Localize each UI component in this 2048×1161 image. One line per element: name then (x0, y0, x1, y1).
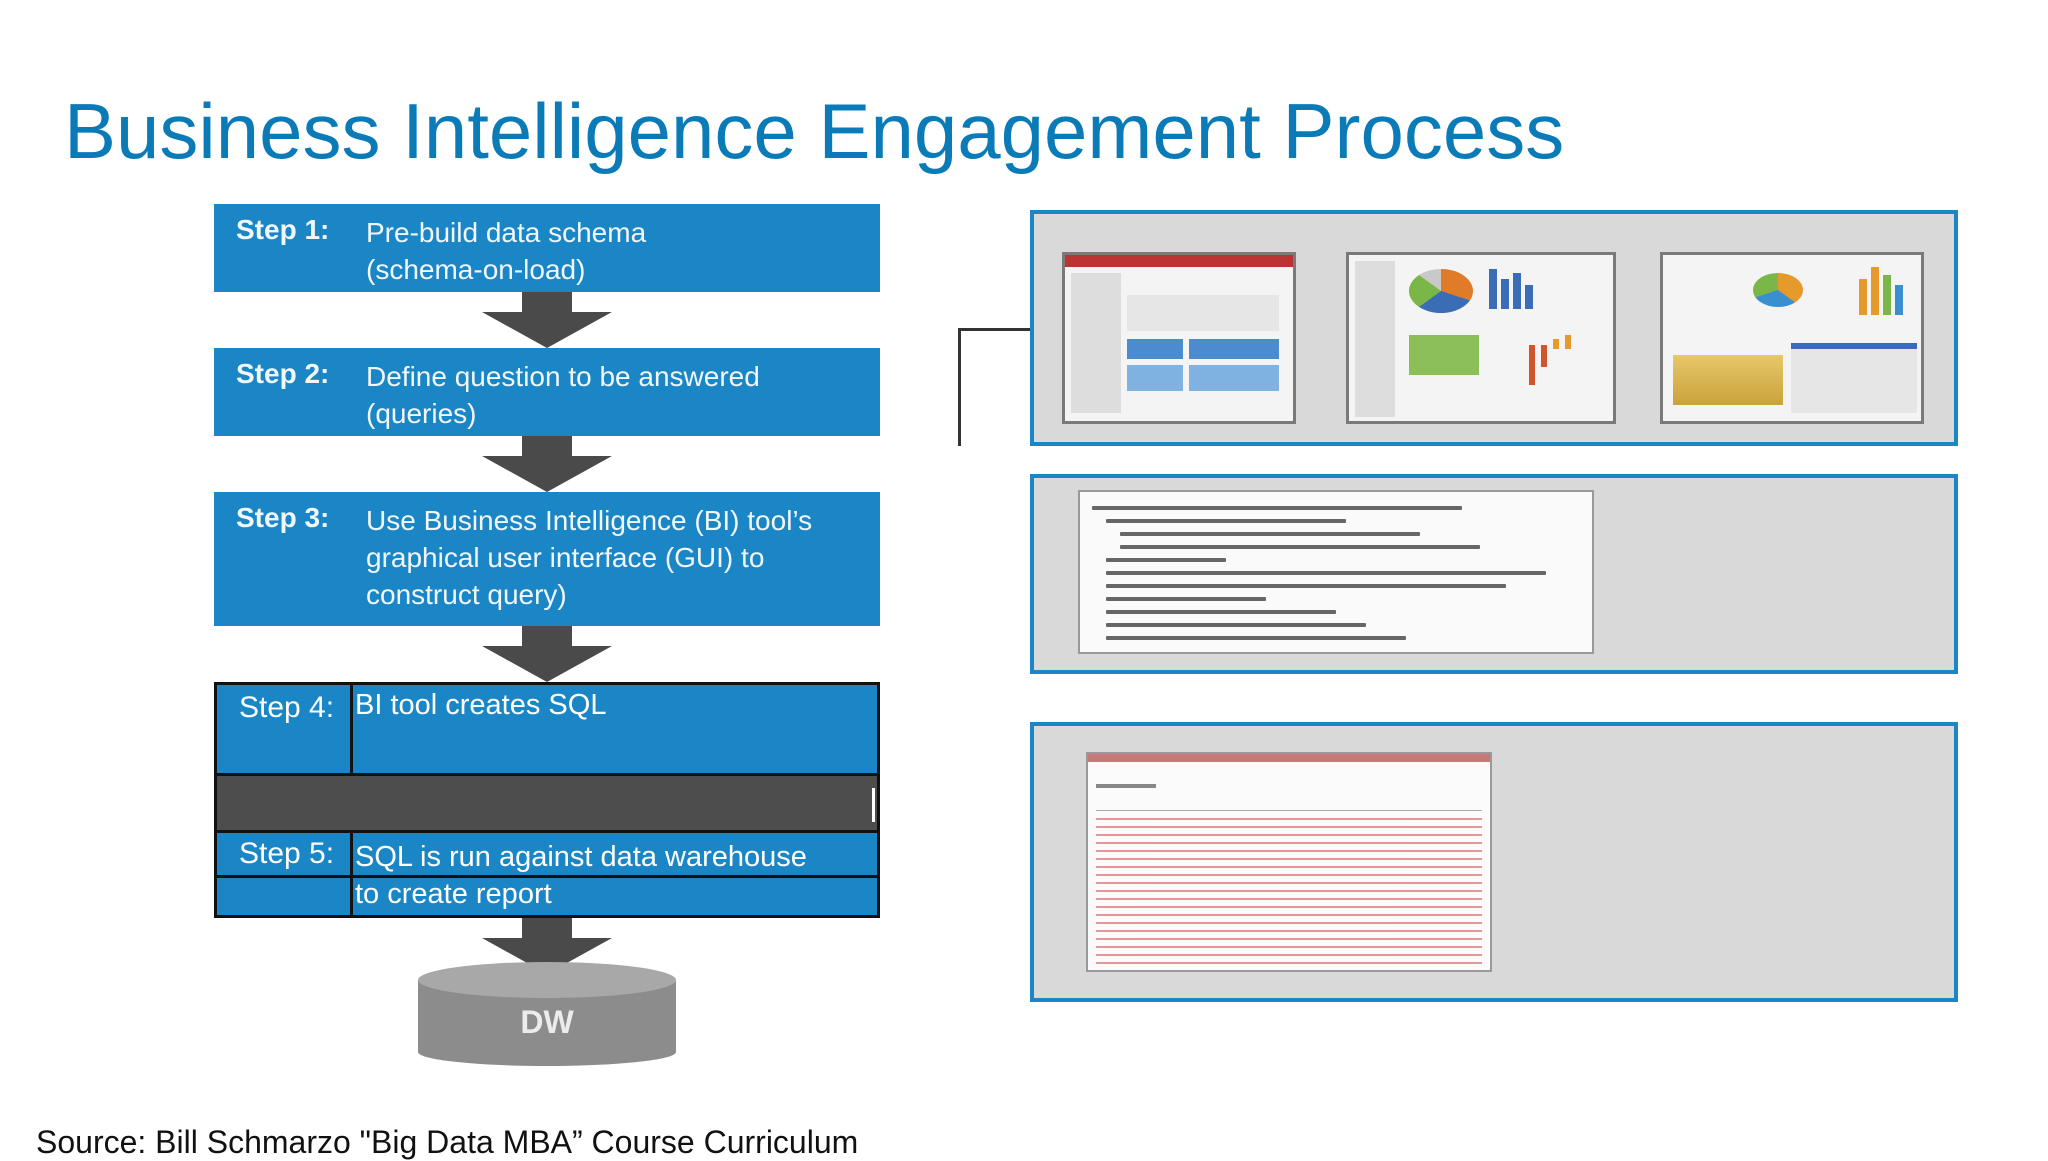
step-5-text-cell-1: SQL is run against data warehouse (353, 833, 877, 875)
sql-panel (1030, 474, 1958, 674)
step-5-text-cell-2: to create report (353, 878, 877, 915)
report-screenshot (1086, 752, 1492, 972)
dashboard-screenshot-1 (1062, 252, 1296, 424)
connector-line (958, 328, 961, 446)
step-3-box: Step 3: Use Business Intelligence (BI) t… (214, 492, 880, 626)
step-5-text-line-2: to create report (355, 878, 552, 910)
down-arrow-icon (482, 292, 612, 348)
dashboard-screenshot-2 (1346, 252, 1616, 424)
source-citation: Source: Bill Schmarzo "Big Data MBA” Cou… (36, 1124, 859, 1160)
step-3-text: Use Business Intelligence (BI) tool’s gr… (366, 502, 812, 613)
step-4-label-cell: Step 4: (217, 685, 353, 773)
step-3-text-line: construct query) (366, 579, 567, 610)
step-2-text-line: Define question to be answered (366, 361, 760, 392)
dashboards-panel (1030, 210, 1958, 446)
step-3-label: Step 3: (236, 502, 330, 533)
step-2-text: Define question to be answered (queries) (366, 358, 760, 432)
down-arrow-icon (482, 626, 612, 682)
down-arrow-icon (482, 918, 612, 974)
step-2-box: Step 2: Define question to be answered (… (214, 348, 880, 436)
page-title: Business Intelligence Engagement Process (64, 87, 1565, 175)
step-2-text-line: (queries) (366, 398, 477, 429)
step-4-label: Step 4: (239, 691, 335, 724)
sql-code-screenshot (1078, 490, 1594, 654)
step-5-label-cell: Step 5: (217, 833, 353, 875)
connector-line (958, 328, 1032, 331)
separator-mark (872, 788, 875, 822)
step-1-label: Step 1: (236, 214, 330, 245)
step-1-text-line: Pre-build data schema (366, 217, 647, 248)
down-arrow-icon (482, 436, 612, 492)
step-1-text: Pre-build data schema (schema-on-load) (366, 214, 646, 288)
step-4-text: BI tool creates SQL (355, 689, 607, 721)
step-2-label: Step 2: (236, 358, 330, 389)
steps-4-5-table: Step 4: BI tool creates SQL Step 5: SQL … (214, 682, 880, 918)
dashboard-screenshot-3 (1660, 252, 1924, 424)
step-1-text-line: (schema-on-load) (366, 254, 586, 285)
step-4-text-cell: BI tool creates SQL (353, 685, 877, 773)
database-label: DW (520, 1004, 574, 1040)
step-5-label-cell-2 (217, 878, 353, 915)
step-1-box: Step 1: Pre-build data schema (schema-on… (214, 204, 880, 292)
step-5-text-line-1: SQL is run against data warehouse (355, 841, 807, 873)
database-icon (418, 962, 676, 1066)
step-3-text-line: graphical user interface (GUI) to (366, 542, 765, 573)
separator-row (217, 776, 877, 830)
step-3-text-line: Use Business Intelligence (BI) tool’s (366, 505, 813, 536)
step-5-label: Step 5: (239, 837, 335, 870)
report-panel (1030, 722, 1958, 1002)
